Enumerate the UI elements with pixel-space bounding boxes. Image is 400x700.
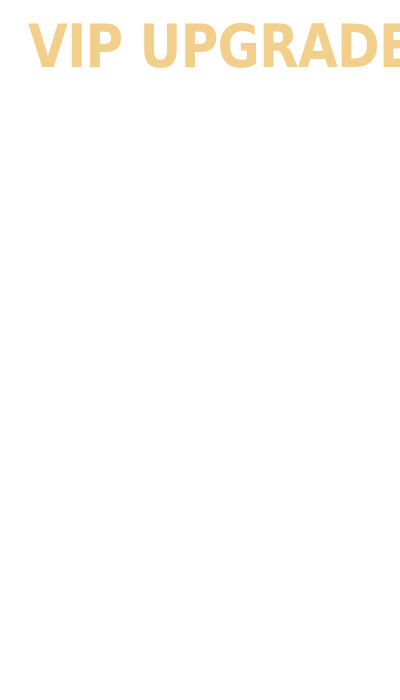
page-title: VIP UPGRADE [28,12,400,82]
